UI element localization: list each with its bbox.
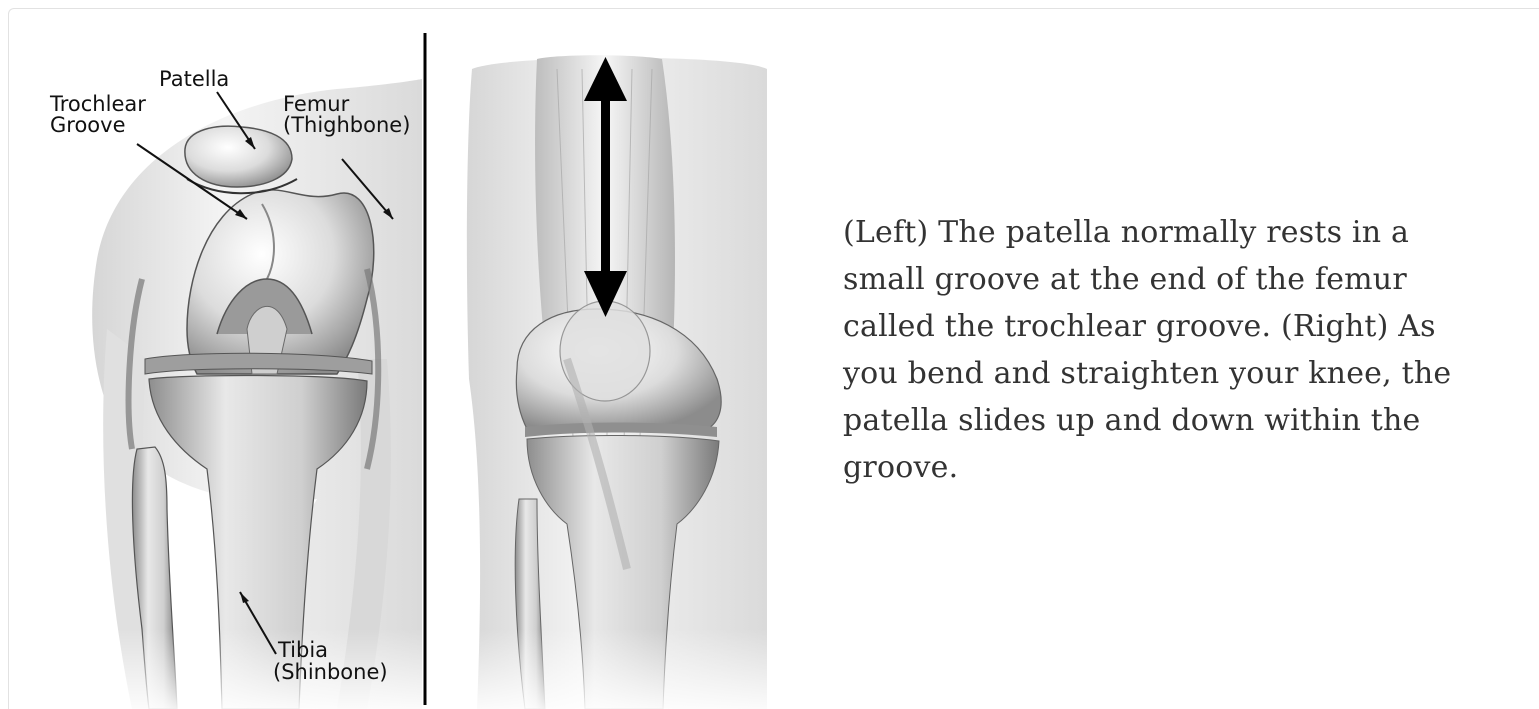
- label-tibia-line2: (Shinbone): [273, 660, 388, 684]
- knee-anatomy-illustration: Patella Trochlear Groove Femur (Thighbon…: [37, 29, 777, 709]
- knee-illustration-svg: Patella Trochlear Groove Femur (Thighbon…: [37, 29, 777, 709]
- label-femur-line2: (Thighbone): [283, 113, 410, 137]
- label-tibia-line1: Tibia: [277, 638, 328, 662]
- right-knee-bending: [467, 55, 777, 709]
- figure-caption: (Left) The patella normally rests in a s…: [843, 209, 1483, 491]
- content-card: Patella Trochlear Groove Femur (Thighbon…: [8, 8, 1539, 709]
- label-patella: Patella: [159, 67, 229, 91]
- label-trochlear-line2: Groove: [50, 113, 126, 137]
- left-knee-bones: [57, 79, 437, 709]
